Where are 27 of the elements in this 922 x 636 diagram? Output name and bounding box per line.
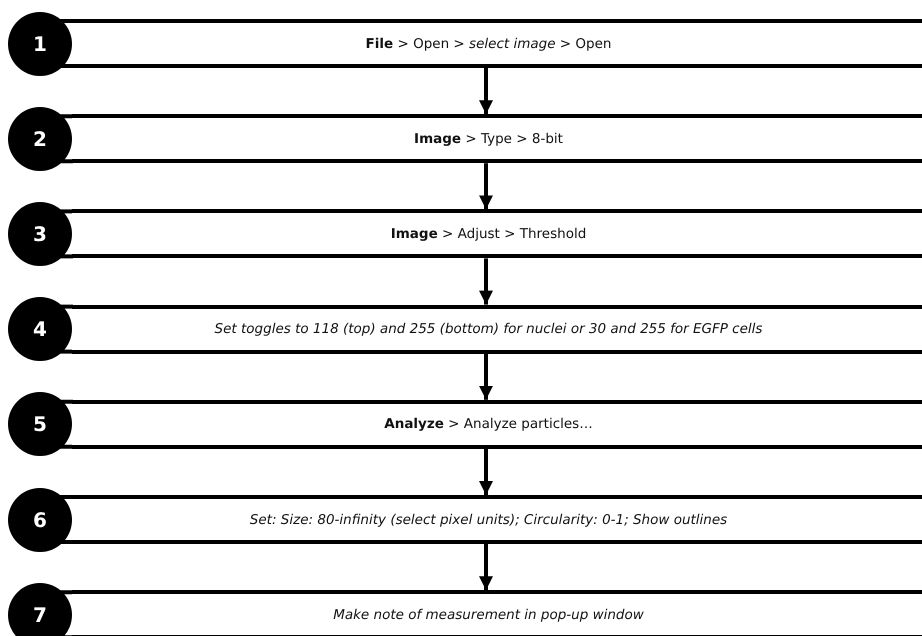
- step-band: [72, 400, 922, 449]
- step-band: [72, 590, 922, 636]
- arrow: [479, 354, 493, 400]
- step-number: 7: [8, 582, 72, 636]
- arrow: [479, 258, 493, 305]
- step-band: [72, 209, 922, 258]
- step-text: File > Open > select image > Open: [366, 36, 612, 52]
- step-text: Make note of measurement in pop-up window: [333, 606, 644, 623]
- step-text: Set: Size: 80-infinity (select pixel units); Circularity: 0-1; Show outlines: [250, 512, 728, 528]
- step-band: [72, 114, 922, 164]
- step-number: 2: [8, 106, 72, 171]
- step-band: [72, 19, 922, 68]
- step-band: [72, 304, 922, 354]
- step-number: 6: [8, 488, 72, 552]
- arrow: [479, 163, 493, 210]
- step-number: 4: [8, 297, 72, 362]
- step-text: Image > Type > 8-bit: [414, 130, 563, 147]
- step-number: 3: [8, 202, 72, 266]
- arrow: [479, 68, 493, 114]
- step-number: 5: [8, 392, 72, 456]
- arrow: [479, 448, 493, 495]
- arrow: [479, 544, 493, 590]
- step-band: [72, 495, 922, 544]
- step-number: 1: [8, 12, 72, 76]
- step-text: Image > Adjust > Threshold: [390, 226, 586, 242]
- step-text: Analyze > Analyze particles…: [384, 416, 593, 432]
- step-text: Set toggles to 118 (top) and 255 (bottom) for nuclei or 30 and 255 for EGFP cells: [214, 321, 762, 338]
